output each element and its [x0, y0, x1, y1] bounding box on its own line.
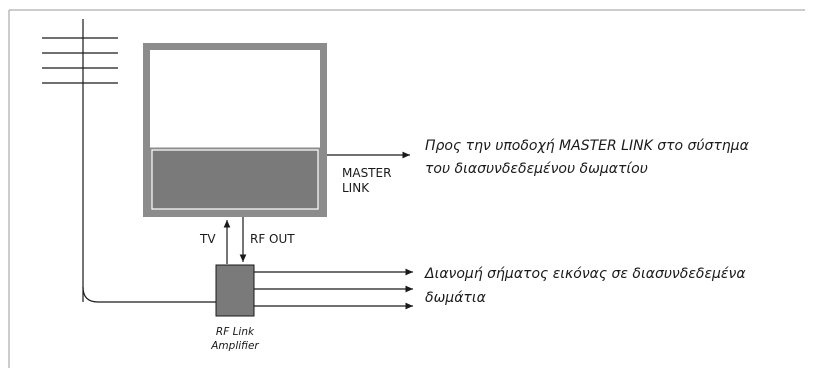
antenna-icon: [42, 19, 118, 302]
rf-link-amplifier-box: [215, 264, 255, 317]
amplifier-label-2: Amplifier: [210, 340, 259, 352]
tv-port-label: TV: [199, 232, 216, 246]
amplifier-label-1: RF Link: [216, 326, 255, 338]
television-icon: [143, 43, 327, 217]
distribution-note-2: δωμάτια: [425, 290, 487, 306]
rf-out-port-label: RF OUT: [250, 232, 295, 246]
master-link-note-1: Προς την υποδοχή MASTER LINK στο σύστημα: [425, 138, 750, 154]
master-link-port-label-2: LINK: [342, 181, 370, 195]
antenna-cable: [82, 286, 216, 303]
tv-screen: [150, 50, 320, 146]
master-link-port-label-1: MASTER: [342, 166, 391, 180]
distribution-note-1: Διανομή σήματος εικόνας σε διασυνδεδεμέν…: [424, 266, 746, 282]
tv-lower-panel: [151, 149, 319, 210]
master-link-note-2: του διασυνδεδεμένου δωματίου: [425, 161, 648, 177]
